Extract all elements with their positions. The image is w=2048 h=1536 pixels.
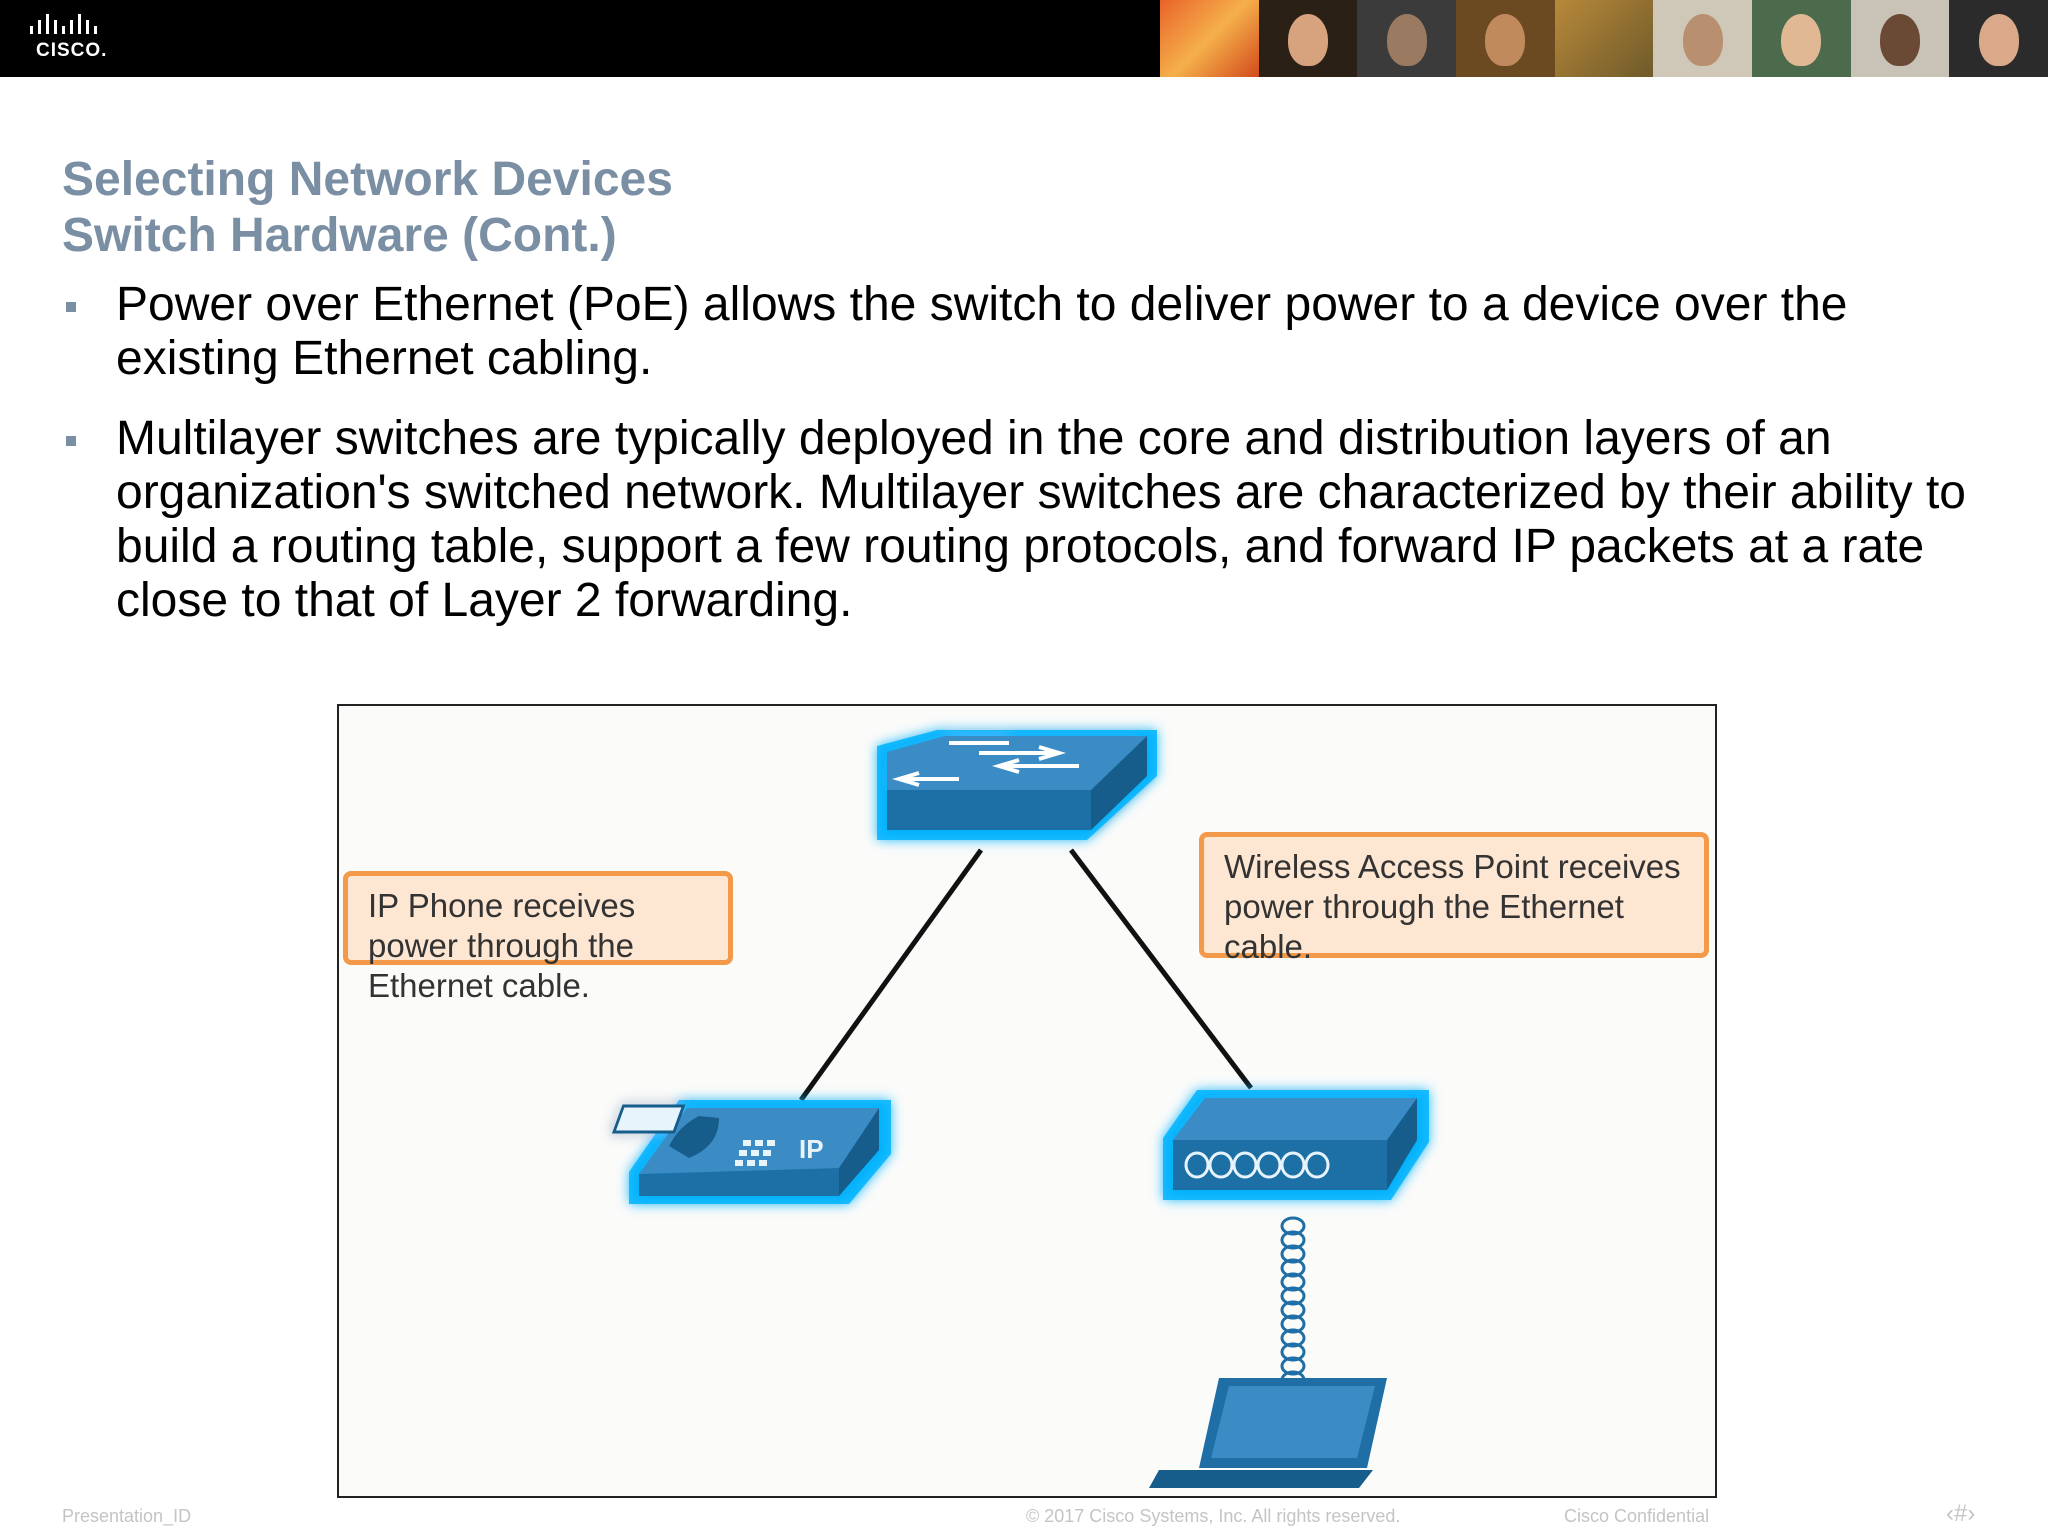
photo-montage-3-icon — [1357, 0, 1457, 77]
cisco-logo: CISCO. — [28, 14, 128, 64]
bullet-item: Power over Ethernet (PoE) allows the swi… — [62, 278, 1982, 386]
ethernet-cable-phone — [798, 848, 984, 1102]
bullet-marker-icon — [66, 302, 76, 312]
bullet-text: Power over Ethernet (PoE) allows the swi… — [116, 278, 1848, 385]
bullet-item: Multilayer switches are typically deploy… — [62, 412, 1982, 628]
photo-montage-7-icon — [1752, 0, 1851, 77]
photo-montage-2-icon — [1258, 0, 1358, 77]
photo-montage-4-icon — [1456, 0, 1555, 77]
wireless-signal-icon — [1280, 1216, 1306, 1404]
footer-confidential: Cisco Confidential — [1564, 1506, 1710, 1526]
callout-wireless-ap-text: Wireless Access Point receives power thr… — [1224, 848, 1681, 965]
ip-phone-icon — [611, 1100, 891, 1204]
bullet-text: Multilayer switches are typically deploy… — [116, 412, 1966, 627]
switch-icon — [877, 730, 1157, 840]
callout-wireless-ap: Wireless Access Point receives power thr… — [1199, 832, 1709, 965]
photo-montage-1-icon — [1160, 0, 1259, 77]
ip-phone-label: IP — [799, 1134, 824, 1164]
cisco-logo-text: CISCO. — [36, 40, 108, 61]
photo-montage-8-icon — [1850, 0, 1950, 77]
wireless-access-point-icon — [1163, 1090, 1429, 1200]
callout-ip-phone-text: IP Phone receives power through the Ethe… — [368, 887, 636, 1004]
cisco-bars-icon — [30, 14, 97, 34]
header-photo-strip — [1160, 0, 2048, 77]
footer-copyright: © 2017 Cisco Systems, Inc. All rights re… — [1026, 1506, 1401, 1526]
footer-presentation-id: Presentation_ID — [62, 1506, 192, 1526]
diagram-canvas: IP — [611, 730, 1429, 1488]
callout-ip-phone: IP Phone receives power through the Ethe… — [343, 871, 733, 1004]
footer-page-number: ‹#› — [1946, 1500, 1976, 1527]
slide-title-line1: Selecting Network Devices — [62, 153, 673, 206]
bullet-list: Power over Ethernet (PoE) allows the swi… — [62, 278, 1982, 654]
photo-montage-9-icon — [1949, 0, 2048, 77]
ethernet-cable-ap — [1069, 848, 1253, 1090]
photo-montage-5-icon — [1554, 0, 1654, 77]
slide-title-line2: Switch Hardware (Cont.) — [62, 209, 617, 262]
slide-title: Selecting Network Devices Switch Hardwar… — [62, 152, 673, 264]
photo-montage-6-icon — [1653, 0, 1753, 77]
laptop-icon — [1149, 1378, 1387, 1488]
bullet-marker-icon — [66, 436, 76, 446]
poe-diagram: IP — [337, 704, 1717, 1498]
header-bar: CISCO. — [0, 0, 2048, 77]
